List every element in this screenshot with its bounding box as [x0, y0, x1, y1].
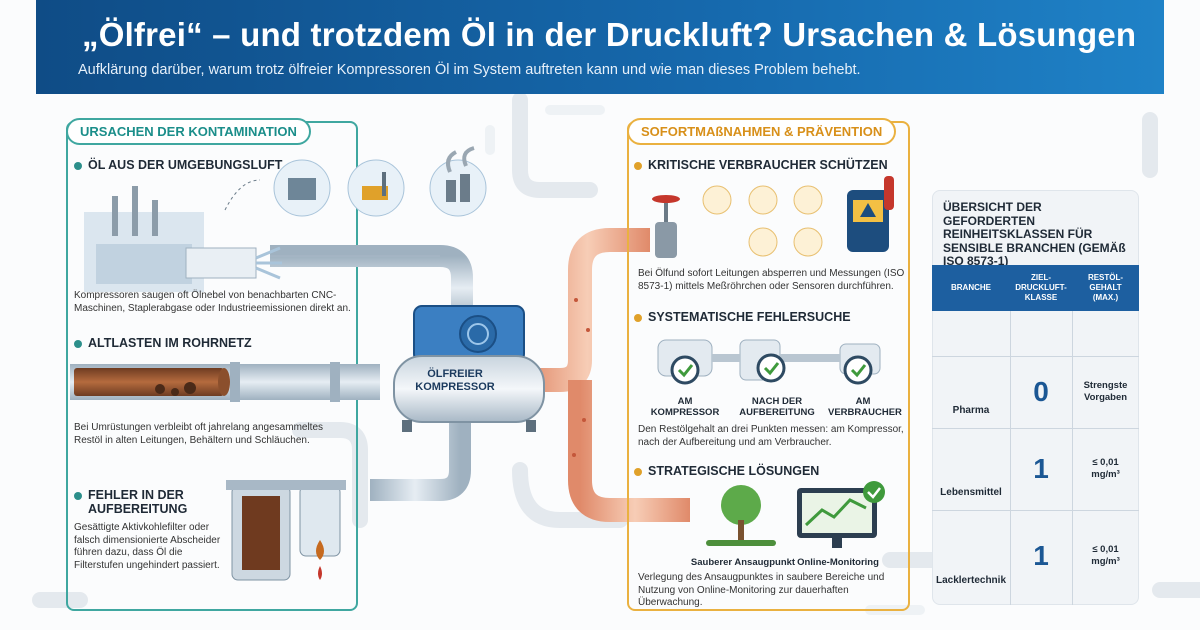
table-cell-class: 0	[1033, 376, 1049, 407]
cause-2-text: Bei Umrüstungen verbleibt oft jahrelang …	[74, 422, 324, 446]
table-header: BRANCHE ZIEL-DRUCKLUFT-KLASSE RESTÖL-GEH…	[932, 265, 1139, 311]
page-title: „Ölfrei“ – und trotzdem Öl in der Druckl…	[82, 16, 1137, 53]
table-divider	[932, 428, 1139, 429]
table-header-oil: RESTÖL-GEHALT (MAX.)	[1087, 273, 1124, 302]
table-divider	[932, 510, 1139, 511]
measure-2-text: Den Restölgehalt an drei Punkten messen:…	[638, 424, 904, 448]
measure-3-text: Verlegung des Ansaugpunktes in saubere B…	[638, 572, 885, 608]
solution-caption-intake: Sauberer Ansaugpunkt	[690, 557, 796, 568]
table-cell-branch: Lebensmittel	[940, 486, 1002, 498]
header-banner: „Ölfrei“ – und trotzdem Öl in der Druckl…	[36, 0, 1164, 94]
bullet-icon	[74, 161, 82, 170]
measure-3-heading: STRATEGISCHE LÖSUNGEN	[634, 464, 819, 478]
measure-1-text: Bei Ölfund sofort Leitungen absperren un…	[638, 268, 905, 292]
bullet-icon	[74, 339, 82, 348]
table-cell-branch: Pharma	[952, 404, 990, 416]
table-row: Lebensmittel 1 ≤ 0,01 mg/m³	[932, 428, 1139, 510]
measure-2-heading: SYSTEMATISCHE FEHLERSUCHE	[634, 310, 851, 324]
causes-section-tag: URSACHEN DER KONTAMINATION	[66, 118, 311, 145]
table-header-branch: BRANCHE	[951, 283, 991, 292]
table-divider	[1072, 311, 1073, 605]
bullet-icon	[634, 313, 642, 322]
table-cell-class: 1	[1033, 453, 1049, 484]
table-cell-oil: ≤ 0,01 mg/m³	[1091, 544, 1120, 567]
table-cell-oil: Strengste Vorgaben	[1083, 380, 1128, 403]
measure-1-heading: KRITISCHE VERBRAUCHER SCHÜTZEN	[634, 158, 888, 172]
solution-caption-monitoring: Online-Monitoring	[797, 557, 879, 568]
table-row: Pharma 0 Strengste Vorgaben	[932, 356, 1139, 428]
table-row: Lacklertechnik 1 ≤ 0,01 mg/m³	[932, 510, 1139, 602]
measure-point-consumer: AM VERBRAUCHER	[828, 396, 902, 418]
compressor-label: ÖLFREIER KOMPRESSOR	[415, 368, 495, 393]
measure-point-compressor: AM KOMPRESSOR	[650, 396, 720, 418]
table-cell-branch: Lacklertechnik	[935, 574, 1007, 586]
cause-1-heading: ÖL AUS DER UMGEBUNGSLUFT	[74, 158, 282, 172]
cause-3-heading: FEHLER IN DER AUFBEREITUNG	[74, 488, 194, 516]
bullet-icon	[634, 161, 642, 170]
page-subtitle: Aufklärung darüber, warum trotz ölfreier…	[78, 62, 861, 78]
table-cell-oil: ≤ 0,01 mg/m³	[1091, 457, 1120, 480]
cause-3-text: Gesättigte Aktivkohlefilter oder falsch …	[74, 522, 221, 571]
table-header-class: ZIEL-DRUCKLUFT-KLASSE	[1015, 273, 1067, 302]
cause-1-text: Kompressoren saugen oft Ölnebel von bena…	[74, 290, 351, 314]
measures-section-tag: SOFORTMAßNAHMEN & PRÄVENTION	[627, 118, 897, 145]
purity-class-table: ÜBERSICHT DER GEFORDERTEN REINHEITSKLASS…	[932, 190, 1139, 605]
measure-point-treatment: NACH DER AUFBEREITUNG	[739, 396, 815, 418]
cause-2-heading: ALTLASTEN IM ROHRNETZ	[74, 336, 252, 350]
table-divider	[1010, 311, 1011, 605]
table-title: ÜBERSICHT DER GEFORDERTEN REINHEITSKLASS…	[943, 200, 1126, 268]
table-divider	[932, 356, 1139, 357]
bullet-icon	[634, 467, 642, 476]
bullet-icon	[74, 491, 82, 500]
measures-panel	[627, 121, 910, 611]
table-cell-class: 1	[1033, 540, 1049, 571]
